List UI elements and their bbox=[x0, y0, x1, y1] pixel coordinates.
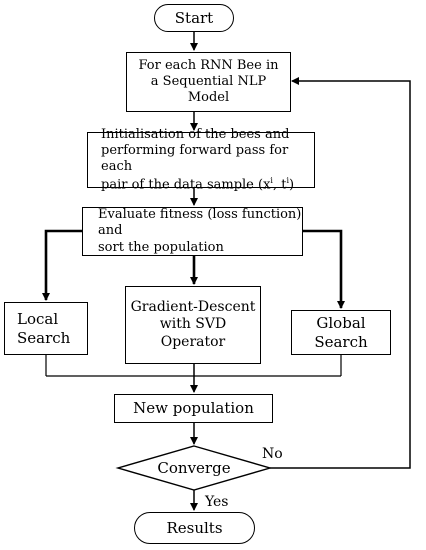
init-sup-2: i bbox=[286, 175, 290, 185]
local-search-box: Local Search bbox=[4, 302, 88, 355]
local-search-line-1: Local bbox=[17, 309, 59, 328]
init-line-3-suffix: ) bbox=[289, 176, 295, 192]
gradient-descent-box: Gradient-Descent with SVD Operator bbox=[125, 286, 261, 364]
start-terminal: Start bbox=[154, 4, 234, 32]
foreach-line-2: a Sequential NLP bbox=[150, 73, 267, 89]
converge-label-wrap: Converge bbox=[134, 458, 254, 478]
foreach-line-1: For each RNN Bee in bbox=[138, 57, 279, 73]
init-line-2: performing forward pass for each bbox=[101, 143, 289, 175]
yes-label: Yes bbox=[205, 494, 229, 510]
global-search-line-2: Search bbox=[314, 332, 368, 351]
init-line-3: pair of the data sample (xi, ti) bbox=[101, 176, 314, 194]
gradient-line-1: Gradient-Descent bbox=[130, 298, 256, 315]
foreach-line-3: Model bbox=[187, 90, 230, 106]
local-search-line-2: Search bbox=[17, 328, 71, 347]
evaluate-box: Evaluate fitness (loss function) and sor… bbox=[82, 207, 303, 256]
new-population-label: New population bbox=[133, 399, 254, 418]
start-label: Start bbox=[174, 8, 214, 27]
foreach-box: For each RNN Bee in a Sequential NLP Mod… bbox=[126, 52, 291, 112]
init-sup-1: i bbox=[270, 175, 273, 185]
arrow-evaluate-to-global bbox=[303, 229, 345, 309]
gradient-line-2: with SVD Operator bbox=[159, 316, 227, 350]
evaluate-line-1: Evaluate fitness (loss function) and bbox=[98, 207, 302, 239]
evaluate-line-2: sort the population bbox=[98, 239, 224, 255]
init-line-3-prefix: pair of the data sample (x bbox=[101, 176, 271, 192]
arrow-evaluate-to-local bbox=[42, 229, 82, 301]
init-line-3-mid: , t bbox=[272, 176, 287, 192]
init-line-1: Initialisation of the bees and bbox=[101, 126, 290, 142]
arrow-no-loop bbox=[270, 77, 411, 469]
new-population-box: New population bbox=[114, 394, 273, 423]
converge-label: Converge bbox=[157, 458, 231, 477]
no-label: No bbox=[262, 446, 283, 462]
init-box: Initialisation of the bees and performin… bbox=[87, 127, 315, 192]
global-search-box: Global Search bbox=[291, 310, 391, 355]
global-search-line-1: Global bbox=[316, 313, 366, 332]
results-terminal: Results bbox=[134, 512, 255, 544]
results-label: Results bbox=[166, 518, 223, 537]
